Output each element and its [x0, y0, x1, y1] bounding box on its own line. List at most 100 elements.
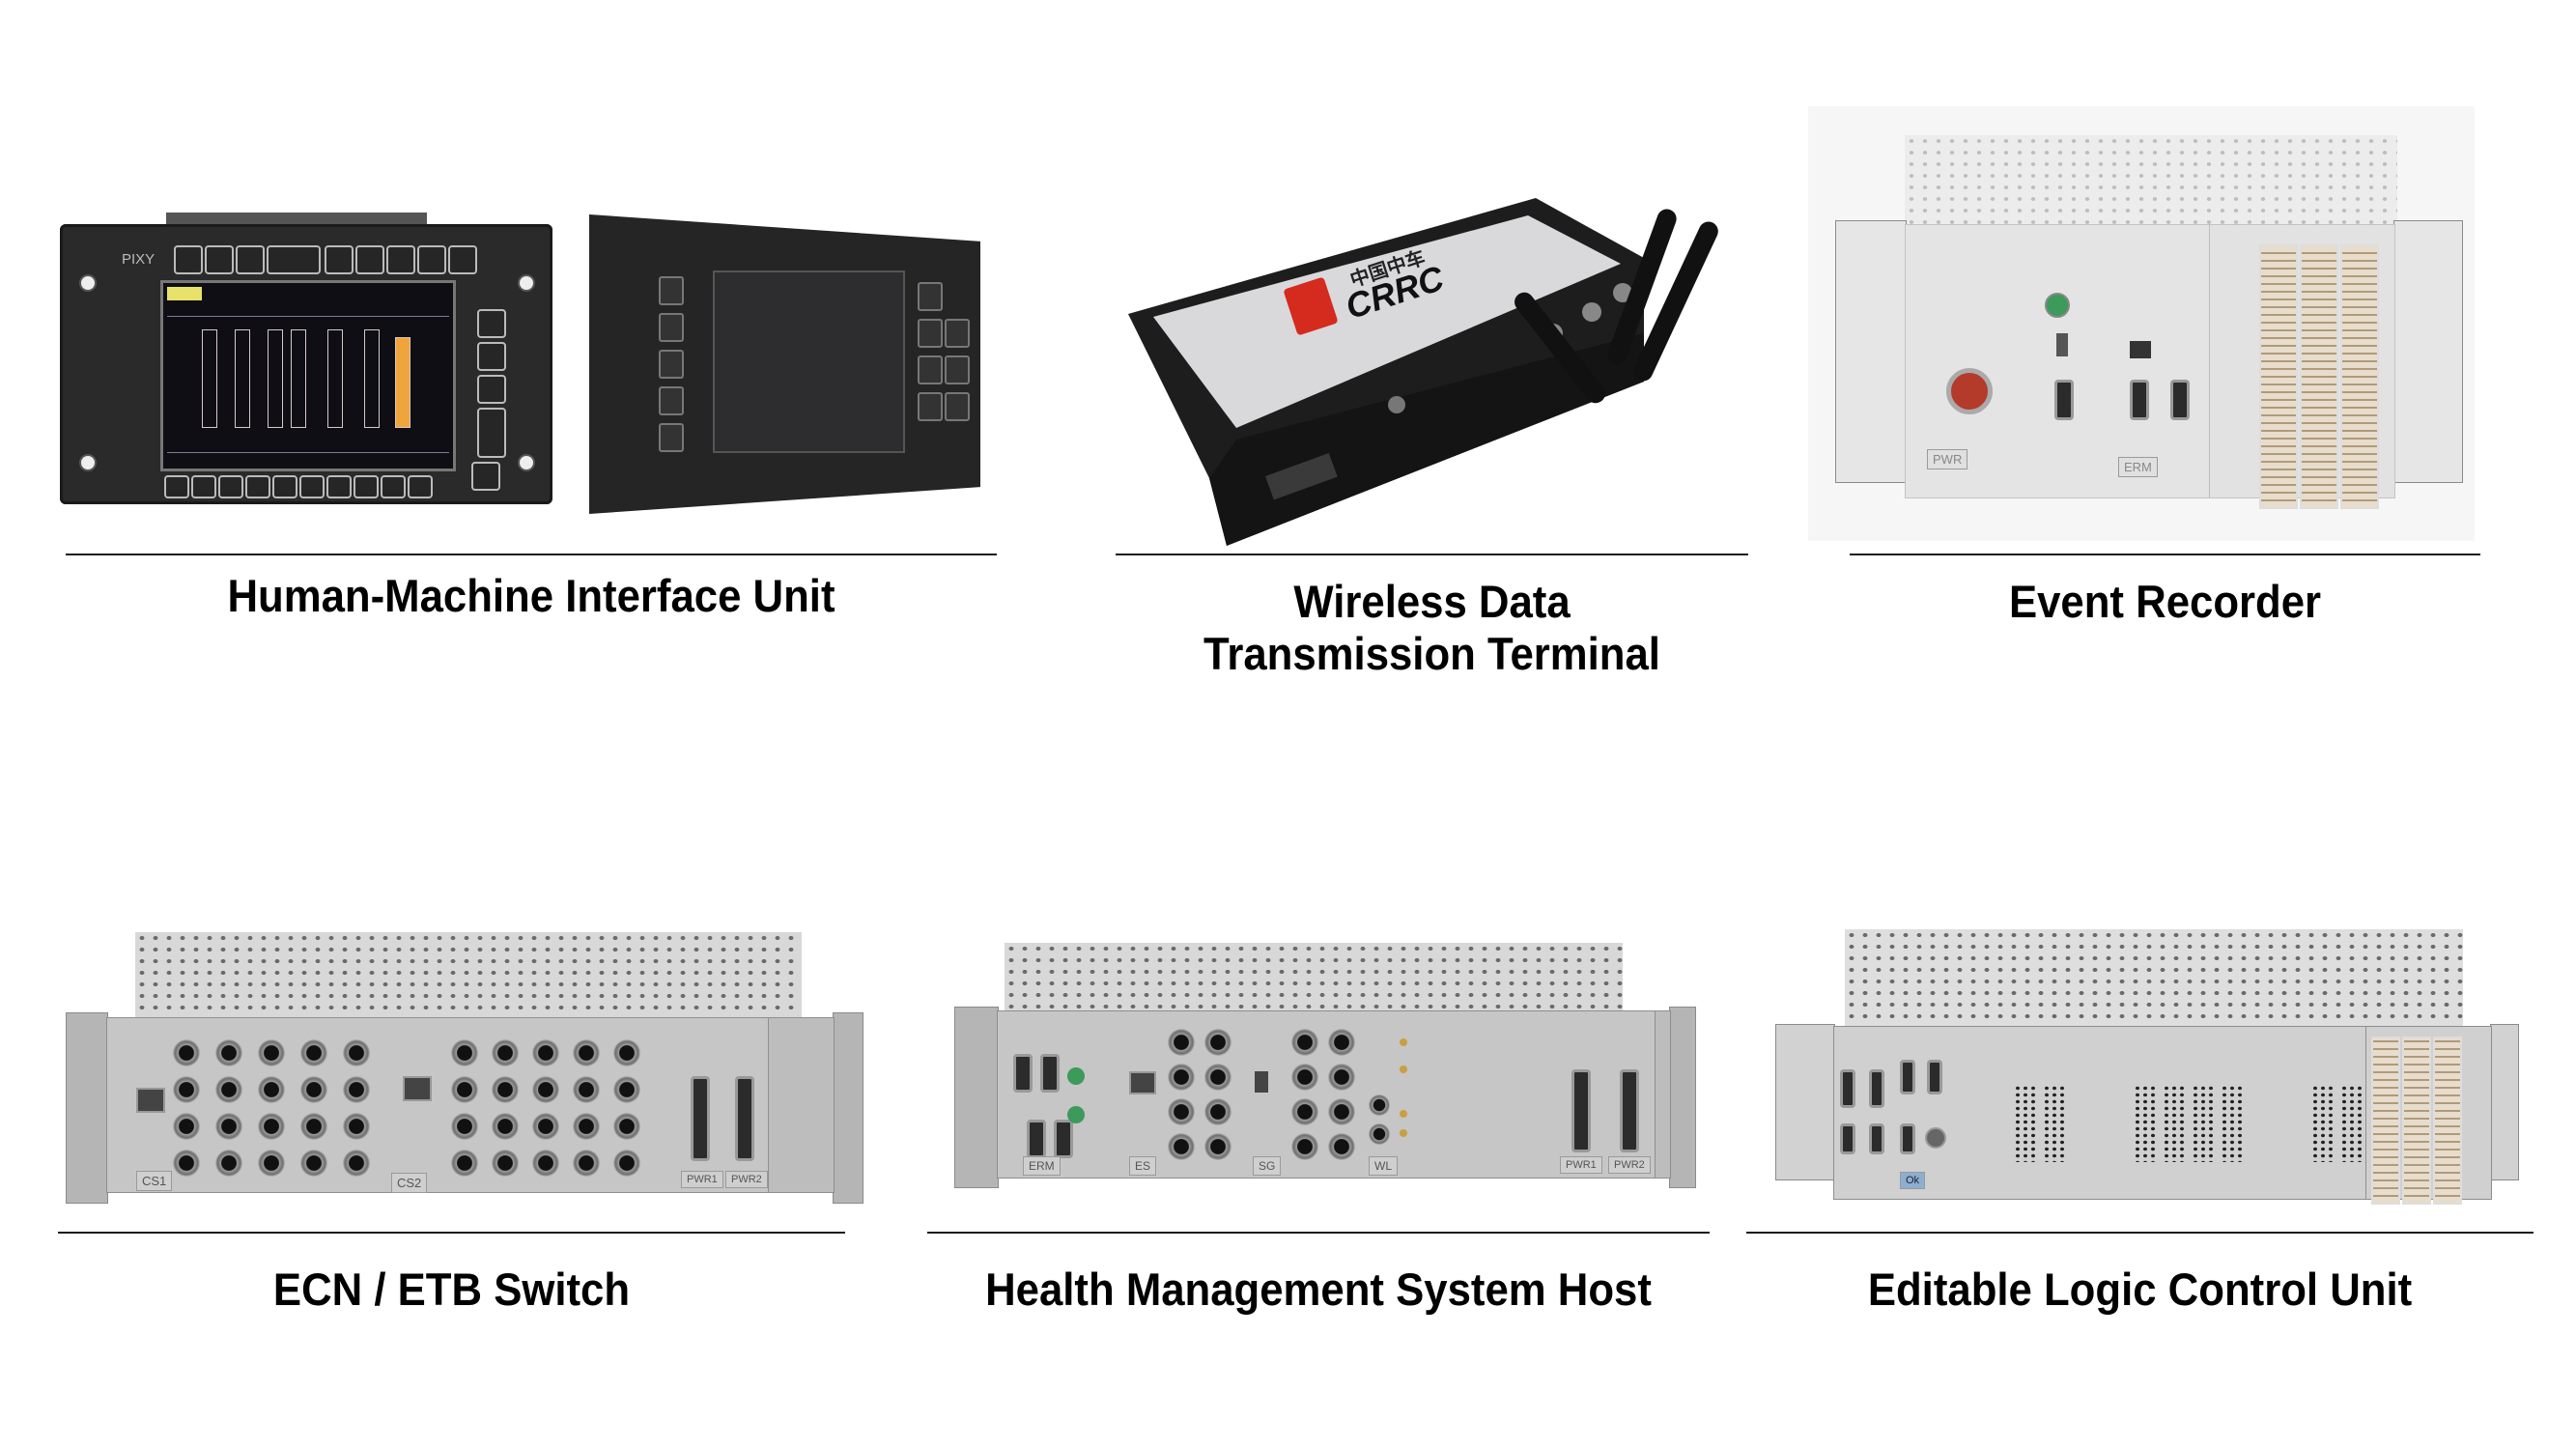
mounting-hole [79, 454, 97, 471]
rack-handle [1775, 1024, 1835, 1180]
ethernet-port-icon [403, 1076, 432, 1101]
gauge-bar [291, 329, 306, 428]
dsub-connector-icon [735, 1076, 754, 1161]
dsub-connector-icon [1900, 1123, 1915, 1154]
m12-connector-icon [343, 1150, 370, 1177]
led-array [2163, 1085, 2184, 1162]
hmi-key [471, 462, 500, 491]
module-label: SG [1253, 1156, 1282, 1176]
hmi-side-key [918, 355, 943, 384]
module-pwr2: PWR2 [723, 1018, 769, 1192]
module-label: ERM [1023, 1156, 1061, 1176]
ethernet-port-icon [2130, 341, 2151, 358]
rack-ear [954, 1007, 999, 1188]
m12-connector-icon [492, 1076, 519, 1103]
module-es: ES [1118, 1011, 1244, 1178]
ethernet-port-icon [136, 1088, 165, 1113]
hmi-key [236, 245, 265, 274]
m12-connector-icon [173, 1039, 200, 1066]
m12-connector-icon [1168, 1098, 1195, 1125]
screen-status-tab [167, 287, 202, 300]
caption-er: Event Recorder [2008, 576, 2322, 627]
hmi-key [448, 245, 477, 274]
hmi-side-key [918, 392, 943, 421]
hmi-side-key [945, 319, 970, 348]
terminal-block [2259, 244, 2298, 509]
module-label: ES [1129, 1156, 1157, 1176]
rack-ear [833, 1012, 863, 1204]
hmi-alarm-key [267, 245, 321, 274]
hmi-key [218, 475, 243, 498]
dsub-connector-icon [1840, 1123, 1855, 1154]
module-wl: WL [1365, 1011, 1428, 1178]
m12-connector-icon [1168, 1029, 1195, 1056]
module-io [2217, 1027, 2247, 1199]
m12-connector-icon [532, 1076, 559, 1103]
hmi-key [408, 475, 433, 498]
m12-connector-icon [1291, 1098, 1318, 1125]
rack-ear [66, 1012, 108, 1204]
m12-connector-icon [173, 1076, 200, 1103]
hmi-rear-panel [589, 214, 980, 514]
m12-connector-icon [1204, 1098, 1231, 1125]
module-pwr: PWR [1906, 225, 2026, 497]
caption-divider [66, 554, 997, 555]
hmi-key [325, 245, 354, 274]
hmi-display-screen [160, 280, 456, 471]
m12-connector-icon [1328, 1064, 1355, 1091]
wireless-terminal-body [1128, 198, 1644, 546]
rack-front: CS1 CS2 P [106, 1017, 835, 1193]
blank-slot [2099, 1027, 2131, 1199]
m12-connector-icon [492, 1113, 519, 1140]
dsub-connector-icon [1027, 1120, 1046, 1158]
hmi-key [381, 475, 406, 498]
m12-connector-icon [1291, 1029, 1318, 1056]
m12-connector-icon [1328, 1133, 1355, 1160]
led-array [2221, 1085, 2242, 1162]
module-slot [1863, 1027, 1893, 1199]
m12-connector-icon [258, 1039, 285, 1066]
m12-connector-icon [532, 1113, 559, 1140]
terminal-block [2371, 1037, 2400, 1205]
led-array [2043, 1085, 2064, 1162]
rack-front: Ok [1833, 1026, 2492, 1205]
dsub-connector-icon [1054, 1120, 1073, 1158]
hmi-key [354, 475, 379, 498]
m12-connector-icon [573, 1076, 600, 1103]
hmi-brand-label: PIXY [122, 251, 156, 268]
m12-connector-icon [1067, 1106, 1085, 1123]
m12-connector-icon [1369, 1123, 1390, 1145]
module-slot [1834, 1027, 1864, 1199]
m12-connector-icon [1291, 1064, 1318, 1091]
m12-connector-icon [343, 1113, 370, 1140]
hmi-key [299, 475, 325, 498]
m12-connector-icon [613, 1076, 640, 1103]
blank-slot [1098, 1011, 1118, 1178]
gauge-bar [268, 329, 283, 428]
m12-connector-icon [1291, 1133, 1318, 1160]
m12-connector-icon [573, 1150, 600, 1177]
blank-slot [1492, 1011, 1526, 1178]
module-cs1: CS1 [107, 1018, 388, 1192]
dsub-connector-icon [1013, 1054, 1033, 1093]
module-pwr1: PWR1 [1558, 1011, 1607, 1178]
caption-divider [58, 1232, 845, 1234]
hmi-key [326, 475, 352, 498]
dsub-connector-icon [1900, 1060, 1915, 1094]
module-pwr1: PWR1 [679, 1018, 724, 1192]
m12-connector-icon [451, 1150, 478, 1177]
m12-connector-icon [343, 1076, 370, 1103]
module-cpu: Ok [1892, 1027, 1953, 1199]
m12-connector-icon [451, 1076, 478, 1103]
screen-footer [167, 452, 449, 465]
hmi-key [191, 475, 216, 498]
led-array [2340, 1085, 2362, 1162]
blank-slot [2277, 1027, 2308, 1199]
hmi-side-key [659, 350, 684, 379]
m12-connector-icon [215, 1076, 242, 1103]
m12-connector-icon [173, 1150, 200, 1177]
hmi-blank-screen [713, 270, 905, 453]
blank-slot [2068, 1027, 2100, 1199]
dsub-connector-icon [2054, 380, 2074, 420]
blank-slot [2246, 1027, 2278, 1199]
